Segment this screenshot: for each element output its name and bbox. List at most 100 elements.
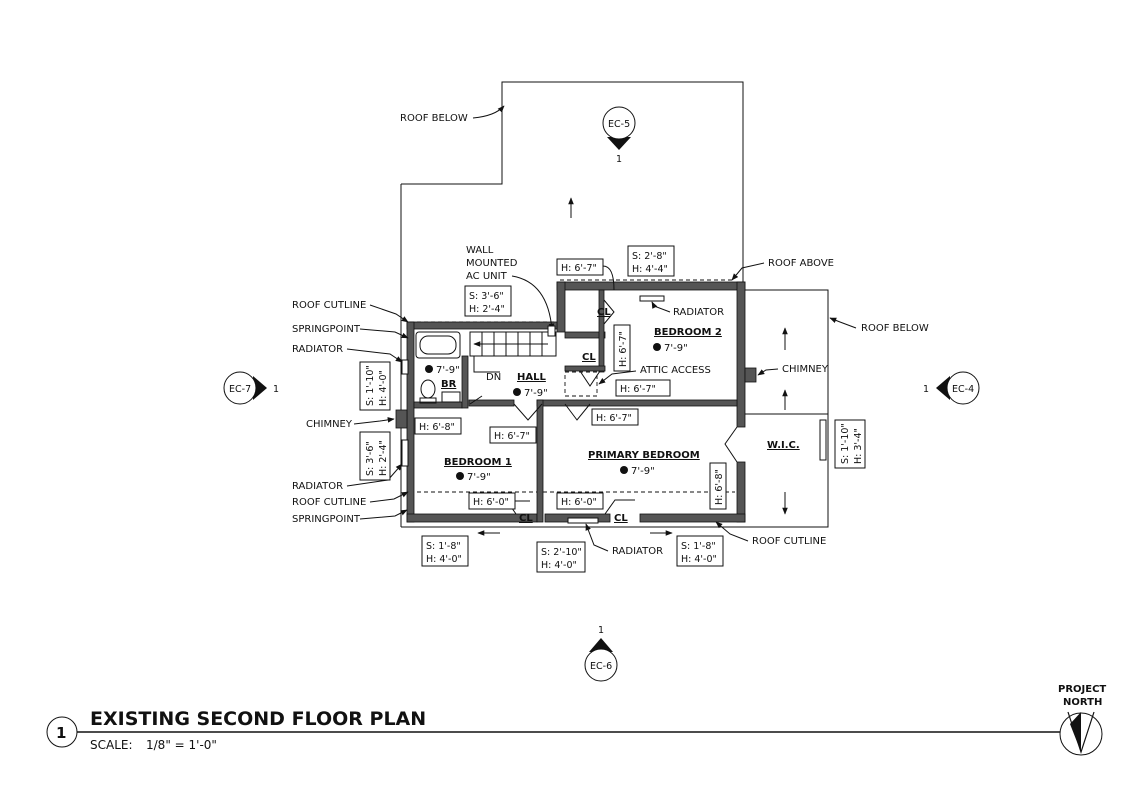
section-arrow-icon <box>589 638 613 652</box>
label-wall-ac-2: MOUNTED <box>466 258 518 269</box>
tag-t8: H: 6'-0" <box>473 497 509 508</box>
height-symbol-icon <box>653 343 661 351</box>
leader <box>359 509 408 520</box>
section-marker-ec6[interactable]: EC-6 1 <box>584 625 618 682</box>
section-marker-ec7[interactable]: EC-7 1 <box>223 371 279 405</box>
tag-t11: H: 6'-7" <box>596 413 632 424</box>
tag-t1: H: 6'-7" <box>561 263 597 274</box>
section-marker-ec5[interactable]: EC-5 1 <box>602 106 636 165</box>
tag-box <box>556 492 604 510</box>
drawing-title: EXISTING SECOND FLOOR PLAN <box>90 708 426 730</box>
scale-value: 1/8" = 1'-0" <box>146 738 217 752</box>
leader <box>359 328 409 339</box>
label-roof-cutline-bottom-right: ROOF CUTLINE <box>752 536 826 547</box>
north-label-2: NORTH <box>1063 697 1102 708</box>
tag-t12-h: H: 4'-0" <box>378 370 389 406</box>
room-hall-height: 7'-9" <box>524 388 548 399</box>
stair-down-label: DN <box>486 372 501 383</box>
leader <box>369 304 409 323</box>
north-label-1: PROJECT <box>1058 684 1106 695</box>
tag-t13-h: H: 2'-4" <box>378 440 389 476</box>
leader <box>757 368 779 376</box>
label-roof-cutline-left-bottom: ROOF CUTLINE <box>292 497 366 508</box>
tag-t12-s: S: 1'-10" <box>365 365 376 406</box>
room-br-height: 7'-9" <box>436 365 460 376</box>
label-radiator-b2: RADIATOR <box>673 307 724 318</box>
tag-t6: H: 6'-8" <box>419 422 455 433</box>
tag-box-vertical <box>359 361 391 411</box>
label-wall-ac-3: AC UNIT <box>466 271 508 282</box>
tag-t16-h: H: 4'-0" <box>681 554 717 565</box>
tag-box <box>627 245 675 277</box>
roof-below-right-outline <box>745 289 829 528</box>
bathtub <box>415 331 461 359</box>
tag-box-vertical <box>359 431 391 481</box>
tag-t14-s: S: 1'-8" <box>426 541 461 552</box>
section-marker-ec4-name: EC-4 <box>952 384 974 395</box>
toilet-tank <box>419 397 437 404</box>
section-marker-ec6-ref: 1 <box>598 625 604 636</box>
leader <box>353 417 395 425</box>
tag-t10: H: 6'-8" <box>714 469 725 505</box>
attic-access-outline <box>564 371 598 397</box>
label-springpoint-top: SPRINGPOINT <box>292 324 361 335</box>
closet-primary: CL <box>614 513 628 524</box>
tag-box <box>414 417 462 435</box>
tag-box-vertical <box>834 419 866 469</box>
label-radiator-bottom: RADIATOR <box>612 546 663 557</box>
height-symbol-icon <box>425 365 433 373</box>
section-marker-ec7-ref: 1 <box>273 384 279 395</box>
tag-box <box>421 535 469 567</box>
section-marker-ec4-ref: 1 <box>923 384 929 395</box>
project-north-arrow: PROJECT NORTH <box>1058 684 1106 756</box>
label-chimney-left: CHIMNEY <box>306 419 353 430</box>
tag-box <box>591 408 639 426</box>
tag-box-vertical <box>709 462 727 510</box>
label-springpoint-bottom: SPRINGPOINT <box>292 514 361 525</box>
tag-box <box>468 492 516 510</box>
stairs <box>469 331 557 373</box>
tag-t3-s: S: 3'-6" <box>469 291 504 302</box>
tag-t7: H: 6'-7" <box>494 431 530 442</box>
tag-box-vertical <box>613 324 631 372</box>
section-arrow-icon <box>607 137 631 150</box>
section-arrow-icon <box>253 376 267 400</box>
leader <box>598 370 637 385</box>
sink <box>441 391 461 403</box>
room-bedroom-1-height: 7'-9" <box>467 472 491 483</box>
roof-below-outline <box>401 81 744 282</box>
closet-bedroom-1: CL <box>519 513 533 524</box>
tag-t16-s: S: 1'-8" <box>681 541 716 552</box>
height-symbol-icon <box>513 388 521 396</box>
drawing-number: 1 <box>56 724 66 742</box>
leader <box>715 521 749 542</box>
height-symbol-icon <box>620 466 628 474</box>
section-marker-ec4[interactable]: EC-4 1 <box>923 371 980 405</box>
leader <box>602 265 615 291</box>
section-arrow-icon <box>936 376 950 400</box>
tag-box <box>556 258 604 276</box>
tag-t9: H: 6'-0" <box>561 497 597 508</box>
room-hall: HALL <box>517 372 546 383</box>
tag-box <box>464 285 512 317</box>
tag-t17-s: S: 1'-10" <box>840 423 851 464</box>
leader <box>472 105 505 119</box>
tag-t14-h: H: 4'-0" <box>426 554 462 565</box>
section-marker-ec5-name: EC-5 <box>608 119 630 130</box>
room-primary-height: 7'-9" <box>631 466 655 477</box>
leader <box>369 491 409 503</box>
room-bedroom-1: BEDROOM 1 <box>444 457 512 468</box>
scale-label: SCALE: <box>90 738 133 752</box>
label-radiator-left-bottom: RADIATOR <box>292 481 343 492</box>
room-primary-bedroom: PRIMARY BEDROOM <box>588 450 700 461</box>
tag-box <box>615 379 671 397</box>
label-roof-below-right: ROOF BELOW <box>861 323 929 334</box>
leader <box>511 275 555 331</box>
tag-t2-h: H: 4'-4" <box>632 264 668 275</box>
height-symbol-icon <box>456 472 464 480</box>
tag-t4: H: 6'-7" <box>618 331 629 367</box>
tag-t3-h: H: 2'-4" <box>469 304 505 315</box>
section-marker-ec6-name: EC-6 <box>590 661 612 672</box>
label-roof-cutline-top: ROOF CUTLINE <box>292 300 366 311</box>
